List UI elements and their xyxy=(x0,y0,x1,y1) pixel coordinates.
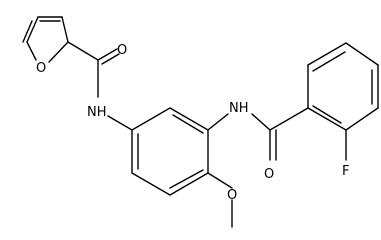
bond xyxy=(131,107,171,131)
bond xyxy=(107,115,133,131)
bond xyxy=(207,113,229,131)
bond xyxy=(251,113,271,131)
bond xyxy=(26,16,39,43)
bond xyxy=(61,16,69,43)
bond xyxy=(22,20,33,43)
bond xyxy=(101,53,120,65)
bond xyxy=(307,107,347,131)
bond xyxy=(345,42,379,66)
methoxy-oxygen-label: O xyxy=(227,188,237,203)
carbonyl-oxygen-right-label: O xyxy=(264,167,274,182)
bond xyxy=(131,172,171,196)
bond xyxy=(207,172,233,189)
bond xyxy=(269,107,309,131)
bond xyxy=(48,41,69,63)
bond xyxy=(169,169,204,189)
bond xyxy=(169,172,209,196)
carbonyl-oxygen-left-label: O xyxy=(117,43,127,58)
furan-oxygen-label: O xyxy=(36,61,46,76)
bond xyxy=(312,51,346,72)
bond xyxy=(345,107,379,131)
bond xyxy=(26,41,37,61)
amide-nh-right-label: NH xyxy=(229,101,249,116)
bond xyxy=(172,114,204,134)
amide-nh-left-label: NH xyxy=(87,105,107,120)
bond xyxy=(307,42,347,66)
fluorine-label: F xyxy=(342,164,349,179)
structure-diagram: O O NH NH O O F xyxy=(22,16,379,228)
bond xyxy=(312,105,342,124)
bond xyxy=(67,41,99,61)
bond xyxy=(169,107,209,131)
molecule-canvas: O O NH NH O O F xyxy=(22,16,379,228)
bond xyxy=(97,48,118,61)
bonds xyxy=(22,16,379,228)
atom-labels: O O NH NH O O F xyxy=(36,43,349,203)
